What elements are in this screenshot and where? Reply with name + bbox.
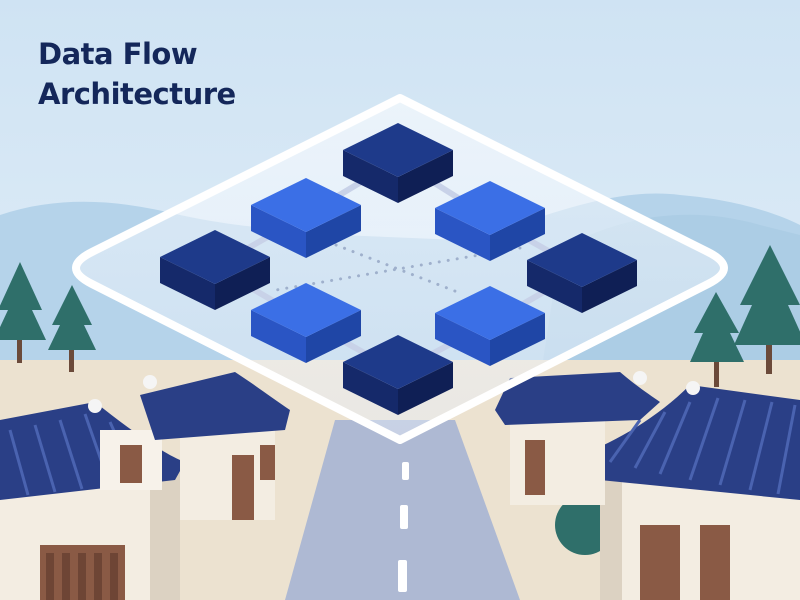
title-line-2: Architecture (38, 77, 236, 111)
tree-icon (690, 292, 744, 387)
page-title: Data Flow Architecture (38, 34, 236, 114)
node-upper-left (251, 178, 361, 258)
node-bottom (343, 335, 453, 415)
tree-icon (48, 285, 96, 372)
node-top (343, 123, 453, 203)
node-upper-right (435, 181, 545, 261)
house-left-mid (140, 372, 290, 520)
diagram-platform (72, 94, 728, 444)
tree-icon (734, 245, 800, 374)
house-right-mid (495, 371, 660, 505)
node-left (160, 230, 270, 310)
house-right (580, 381, 800, 600)
title-line-1: Data Flow (38, 37, 198, 71)
road-dashes (398, 462, 409, 592)
tree-icon (0, 262, 46, 363)
node-right (527, 233, 637, 313)
house-left (0, 399, 185, 600)
node-lower-right (435, 286, 545, 366)
diagram-nodes (160, 123, 637, 415)
node-lower-left (251, 283, 361, 363)
